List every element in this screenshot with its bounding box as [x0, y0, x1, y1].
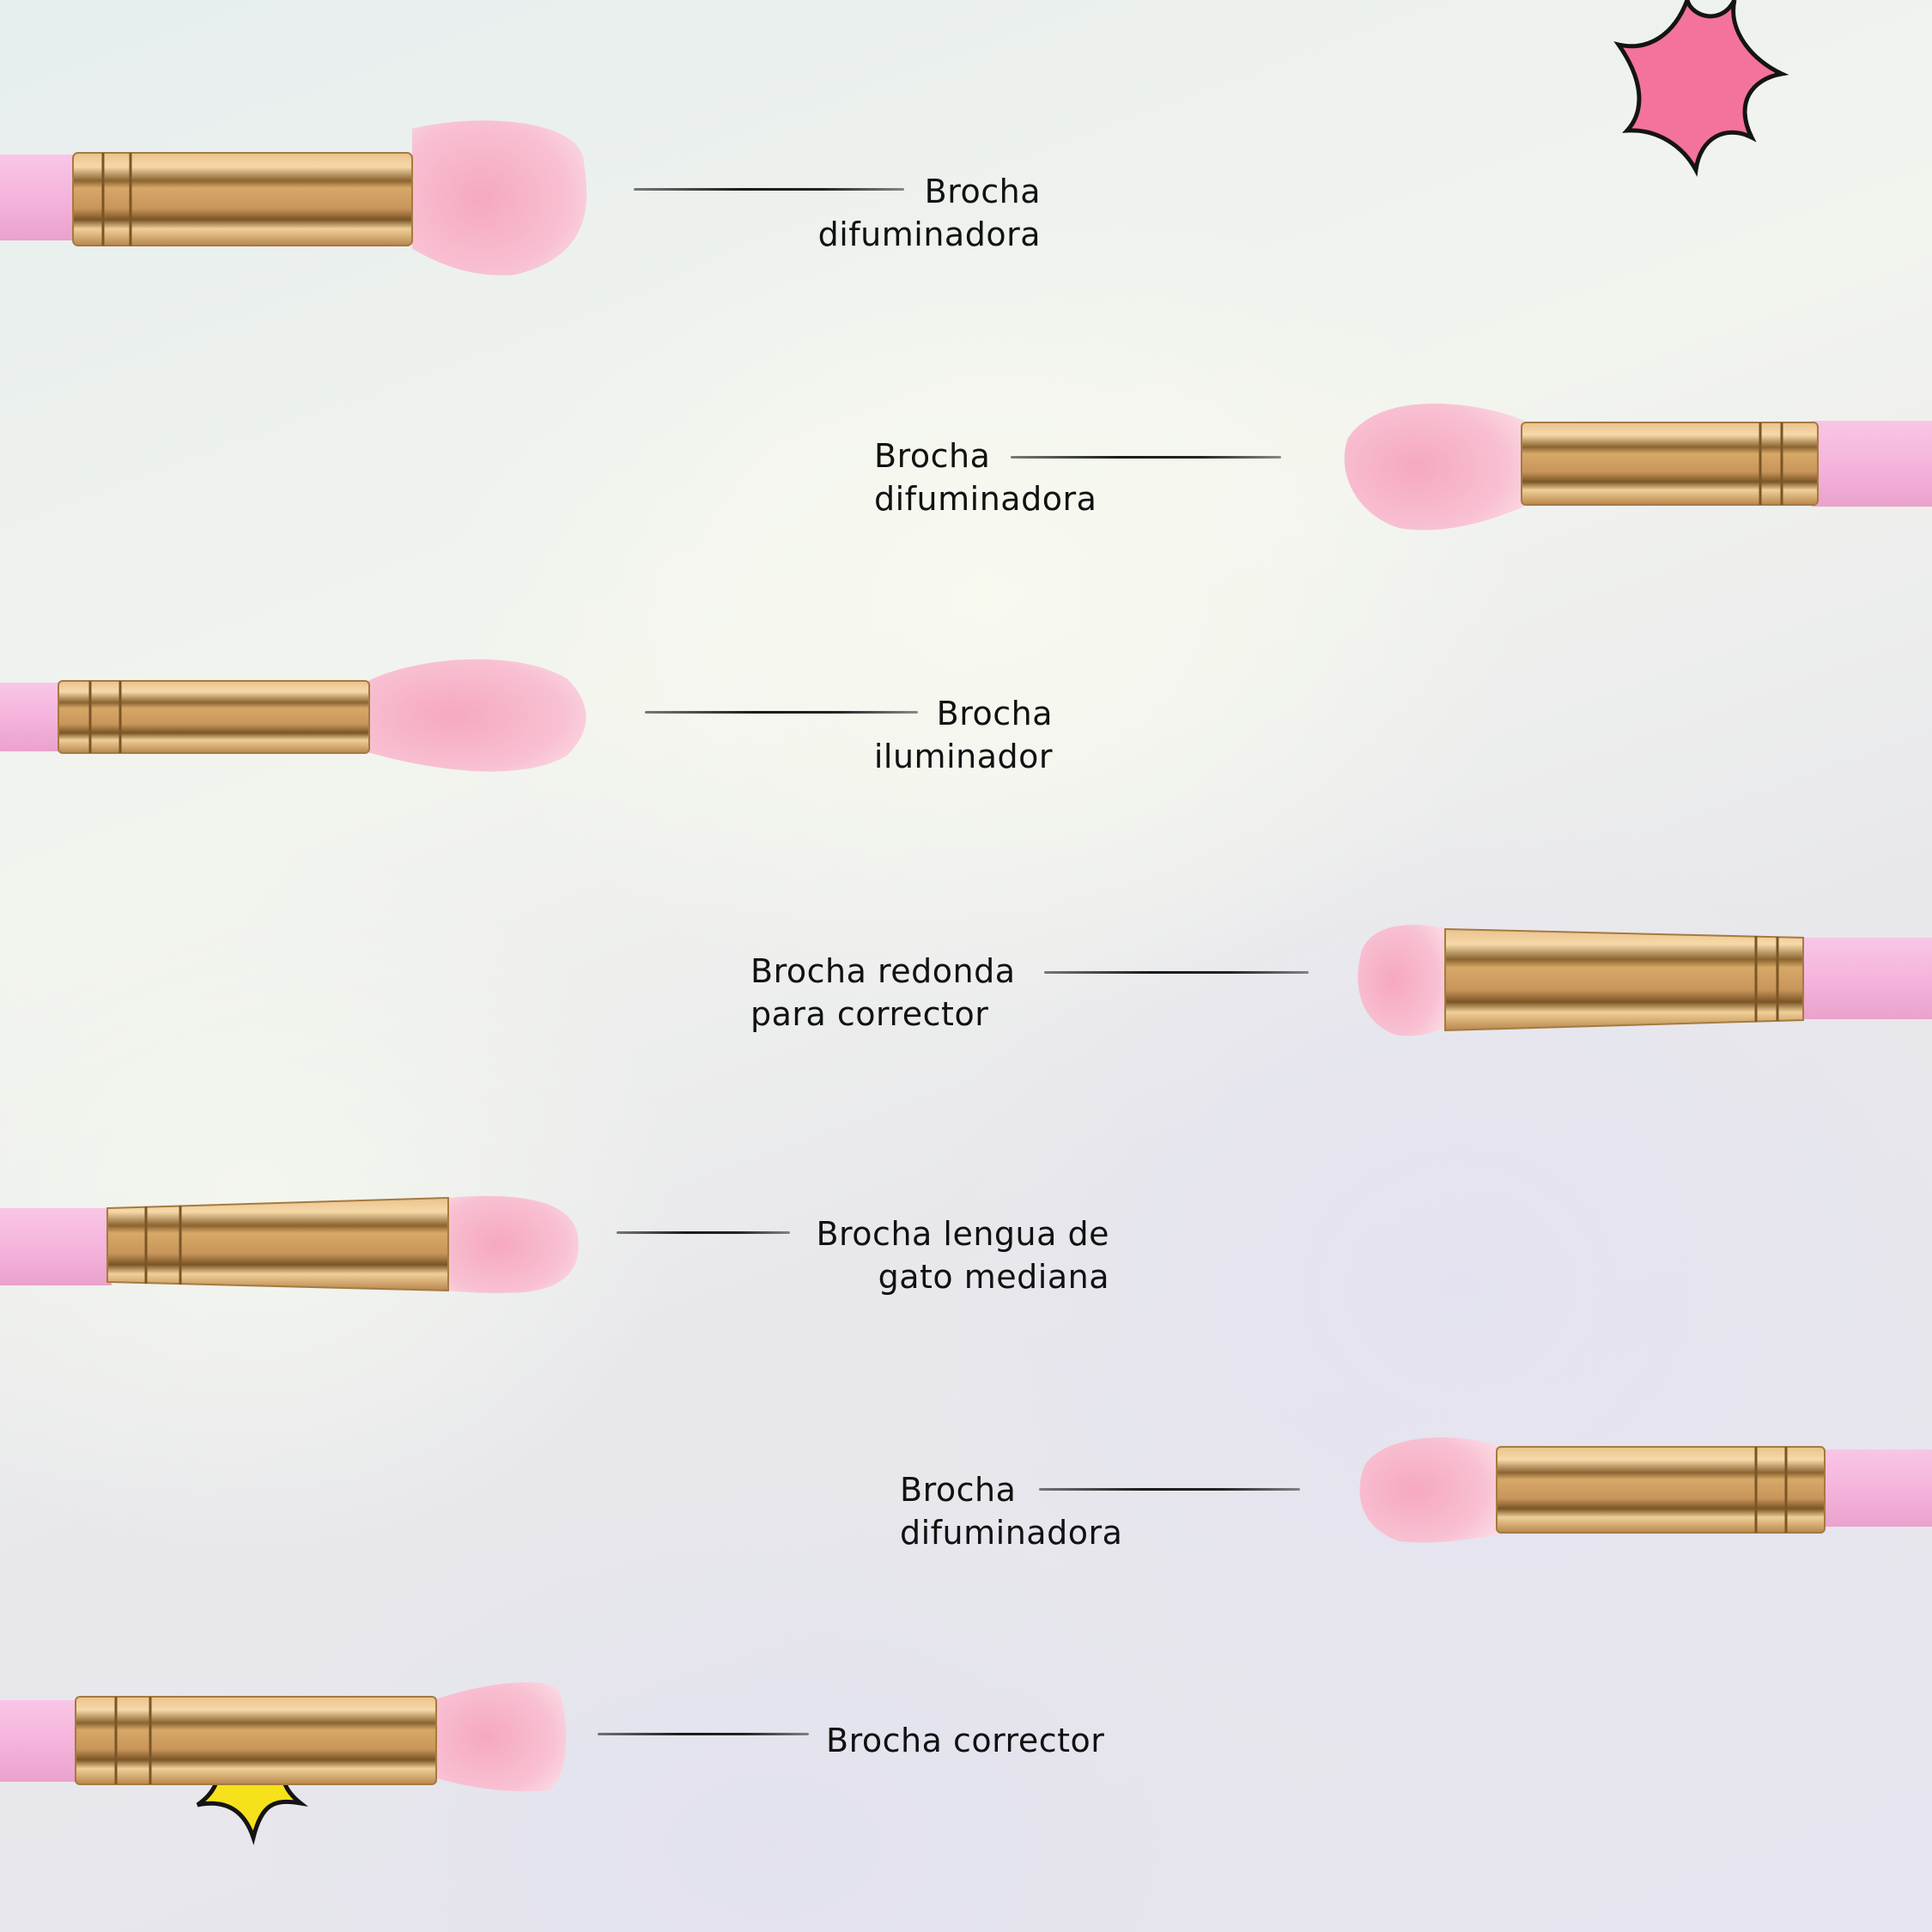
connector-line-5	[617, 1231, 790, 1234]
label-7: Brocha corrector	[826, 1719, 1104, 1762]
label-4: Brocha redonda para corrector	[750, 950, 1015, 1036]
label-1: Brocha difuminadora	[773, 170, 1041, 256]
label-1-line2: difuminadora	[817, 216, 1041, 253]
brush-2	[1344, 404, 1932, 531]
label-6-line1: Brocha	[900, 1471, 1017, 1509]
connector-line-3	[645, 711, 918, 714]
label-4-line1: Brocha redonda	[750, 952, 1016, 990]
label-5-line2: gato mediana	[878, 1258, 1109, 1296]
label-7-line1: Brocha corrector	[826, 1722, 1105, 1759]
label-3-line2: iluminador	[873, 738, 1053, 775]
brush-6	[1359, 1437, 1932, 1543]
label-4-line2: para corrector	[750, 995, 989, 1033]
label-2-line1: Brocha	[874, 437, 991, 475]
connector-line-1	[634, 188, 904, 191]
connector-line-4	[1044, 971, 1309, 974]
label-3-line1: Brocha	[936, 695, 1053, 732]
connector-line-6	[1039, 1488, 1300, 1491]
label-5-line1: Brocha lengua de	[816, 1215, 1109, 1253]
label-3: Brocha iluminador	[773, 692, 1053, 778]
brush-3	[0, 659, 586, 772]
label-6: Brocha difuminadora	[900, 1468, 1122, 1554]
connector-line-2	[1011, 456, 1281, 459]
pink-starburst-icon	[1613, 0, 1789, 178]
brush-5	[0, 1195, 579, 1293]
brush-1	[0, 120, 587, 276]
label-2-line2: difuminadora	[874, 480, 1097, 518]
connector-line-7	[598, 1733, 809, 1735]
label-2: Brocha difuminadora	[874, 434, 1097, 520]
brush-4	[1358, 925, 1932, 1036]
label-5: Brocha lengua de gato mediana	[773, 1212, 1109, 1298]
label-1-line1: Brocha	[924, 173, 1041, 210]
label-6-line2: difuminadora	[900, 1514, 1123, 1552]
brush-7	[0, 1682, 567, 1792]
